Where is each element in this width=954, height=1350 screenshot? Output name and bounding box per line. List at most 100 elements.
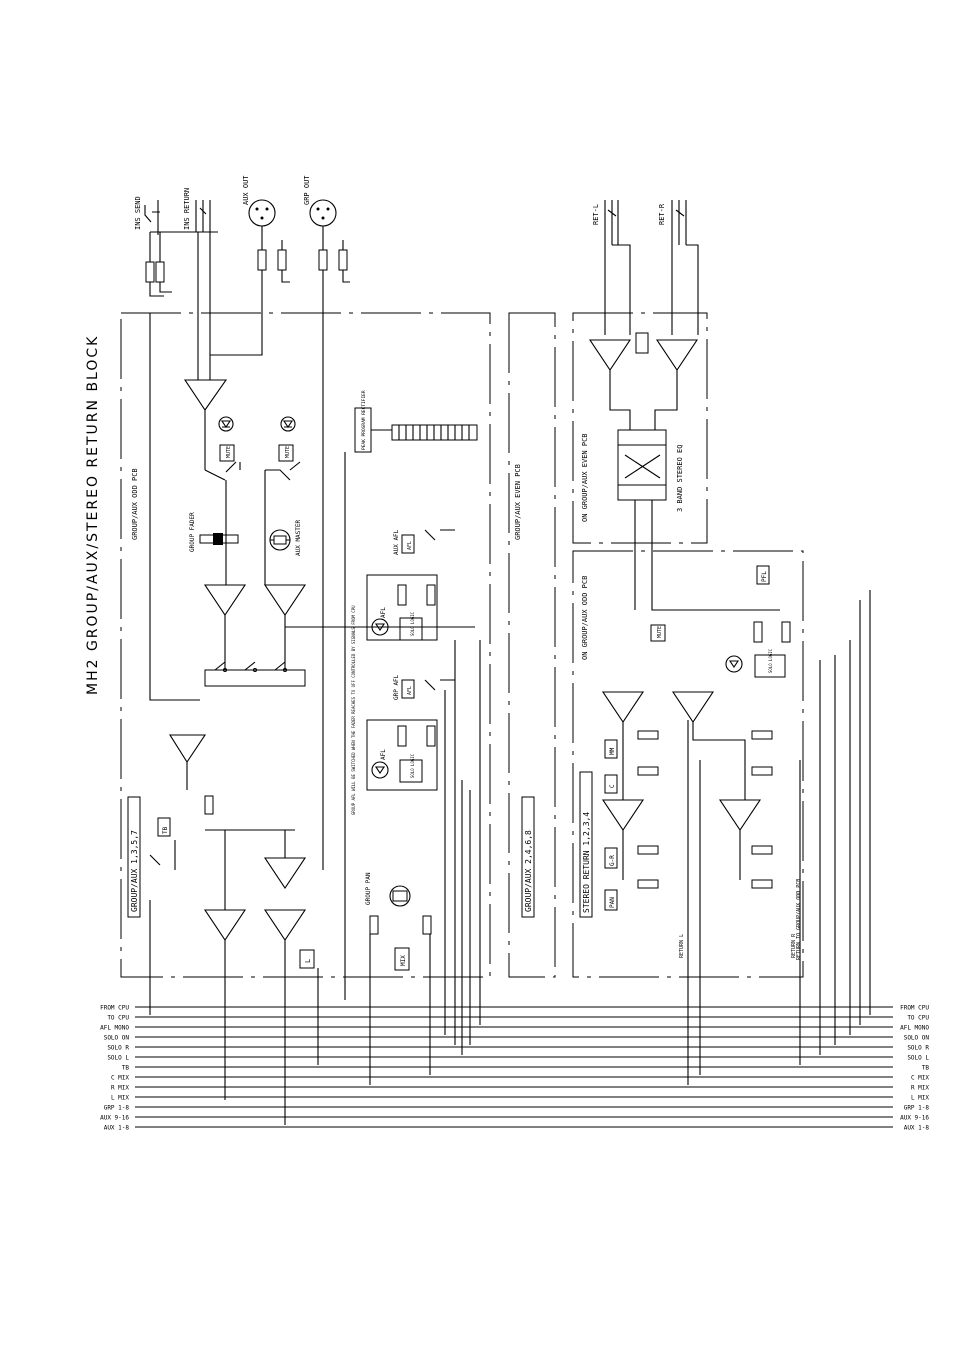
bus-label-right: R MIX (911, 1085, 929, 1092)
bus-label-right: SOLO R (907, 1045, 929, 1052)
peak-rectifier-label: PEAK PROGRAM RECTIFIER (361, 390, 367, 450)
group-amp (203, 584, 247, 616)
ins-return-jack: INS RETURN (183, 188, 211, 232)
bus-label-right: TB (922, 1065, 930, 1072)
stereo-return-number-label: STEREO RETURN 1,2,3,4 (582, 812, 591, 913)
c-button[interactable]: C (604, 774, 618, 794)
group-aux-odd-number-box: GROUP/AUX 1,3,5,7 (127, 796, 141, 918)
aux-afl-button[interactable]: AFL AUX AFL (393, 529, 455, 555)
g-r-label: G-R (609, 855, 616, 866)
aux-amp (263, 584, 307, 616)
eq-wiring (609, 370, 780, 611)
ins-return-label: INS RETURN (183, 188, 191, 230)
ret-amp-r (671, 691, 715, 723)
insert-return-amp (183, 379, 228, 411)
bus-label-right: AUX 9-16 (900, 1115, 929, 1122)
mute-button-ret[interactable]: MUTE (650, 624, 666, 642)
aux-mute-button[interactable]: MUTE (278, 444, 294, 462)
l-button-label: L (304, 959, 312, 963)
eq-block: 3 BAND STEREO EQ (617, 429, 684, 512)
bus-label-left: L MIX (111, 1095, 129, 1102)
mute-led-group (218, 416, 234, 432)
c-label: C (609, 784, 616, 788)
return-to-grp-label: RETURN TO GROUP/AUX ODD PCB (796, 879, 802, 960)
bus-label-left: FROM CPU (100, 1005, 129, 1012)
bus-label-right: AUX 1-8 (904, 1125, 930, 1132)
ret-amp-wiring (622, 722, 746, 880)
mm-button[interactable]: MM (604, 739, 618, 759)
stereo-return-number-box: STEREO RETURN 1,2,3,4 (579, 771, 593, 918)
bus-label-left: TB (122, 1065, 130, 1072)
eq-pcb-outline (572, 312, 708, 544)
ins-send-jack: INS SEND (134, 196, 160, 235)
aux-afl-label: AUX AFL (393, 529, 400, 555)
bottom-amp-1 (263, 857, 307, 889)
ret-r-amp (655, 339, 699, 371)
bus-label-left: TO CPU (107, 1015, 129, 1022)
aux-master-pot[interactable]: AUX MASTER (269, 519, 302, 556)
eq-label: 3 BAND STEREO EQ (676, 445, 684, 512)
grp-afl-button[interactable]: AFL GRP AFL (393, 674, 455, 700)
group-pan-label: GROUP PAN (365, 872, 372, 905)
tb-button[interactable]: TB (157, 817, 171, 837)
mm-label: MM (609, 747, 616, 755)
fader-wires (225, 480, 266, 585)
pfl-button[interactable]: PFL (756, 565, 770, 585)
grp-afl-label: GRP AFL (393, 674, 400, 700)
bus-label-right: GRP 1-8 (904, 1105, 930, 1112)
group-aux-even-pcb-outline (508, 312, 556, 978)
aux-out-xlr: AUX OUT (242, 175, 276, 227)
bus-drops (149, 590, 871, 1125)
amp-output-wires (224, 615, 475, 670)
bus-label-left: SOLO ON (104, 1035, 130, 1042)
diagram-title: MH2 GROUP/AUX/STEREO RETURN BLOCK (85, 335, 101, 695)
aux-afl-button-label: AFL (407, 541, 413, 550)
pcb-label-odd: GROUP/AUX ODD PCB (131, 468, 139, 540)
group-mute-button[interactable]: MUTE (219, 444, 235, 462)
plus10-button[interactable] (635, 332, 649, 354)
bus-label-right: SOLO ON (904, 1035, 930, 1042)
bus-lines (135, 1006, 893, 1128)
aux-afl-block: SOLO LOGIC AFL (366, 574, 438, 641)
stereo-return-pcb-outline (572, 550, 804, 978)
group-fader-label: GROUP FADER (189, 512, 196, 552)
group-fader[interactable]: GROUP FADER (189, 512, 239, 552)
grp-afl-note: GROUP AFL WILL BE SWITCHED WHEN THE FADE… (351, 605, 356, 815)
bus-label-right: C MIX (911, 1075, 929, 1082)
mute-led-aux (280, 416, 296, 432)
grp-afl-block: SOLO LOGIC AFL (366, 719, 438, 791)
return-l-label: RETURN L (679, 934, 685, 958)
aux-solo-logic-label: SOLO LOGIC (410, 611, 415, 636)
aux-mute-label: MUTE (285, 446, 291, 458)
pcb-label-on-odd: ON GROUP/AUX ODD PCB (581, 576, 589, 660)
ret-resistors (637, 730, 773, 889)
bus-label-left: AUX 1-8 (104, 1125, 130, 1132)
mix-button[interactable]: MIX (394, 947, 410, 971)
bus-label-left: R MIX (111, 1085, 129, 1092)
switch-bank (204, 661, 306, 687)
pan-resistor-l (369, 915, 379, 935)
group-aux-even-number-box: GROUP/AUX 2,4,6,8 (521, 796, 535, 918)
g-r-button[interactable]: G-R (604, 847, 618, 869)
top-wiring (145, 226, 699, 870)
mute-ret-label: MUTE (657, 626, 663, 638)
left-resistor (204, 795, 214, 815)
ret-solo-logic: SOLO LOGIC (753, 621, 791, 678)
bus-label-left: GRP 1-8 (104, 1105, 130, 1112)
pfl-button-label: PFL (761, 571, 768, 582)
pfl-led (725, 655, 743, 673)
aux-master-label: AUX MASTER (295, 519, 302, 556)
l-button[interactable]: L (299, 949, 315, 969)
pan-button[interactable]: PAN (604, 889, 618, 911)
ret-r-jack: RET-R (658, 200, 687, 245)
bottom-amp-3 (263, 909, 307, 941)
bus-label-right: FROM CPU (900, 1005, 929, 1012)
grp-out-xlr: GRP OUT (303, 175, 337, 227)
bus-label-left: AUX 9-16 (100, 1115, 129, 1122)
bottom-amp-2 (203, 909, 247, 941)
pcb-label-on-even: ON GROUP/AUX EVEN PCB (581, 433, 589, 522)
aux-out-label: AUX OUT (242, 175, 250, 205)
group-pan-pot[interactable]: GROUP PAN (365, 872, 411, 907)
